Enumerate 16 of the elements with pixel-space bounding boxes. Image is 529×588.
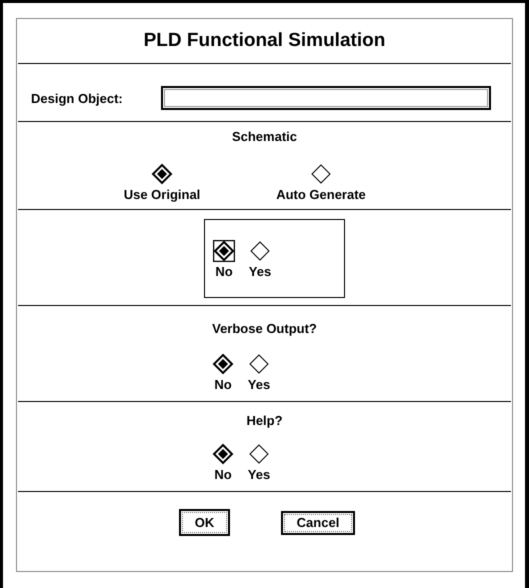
- option-label: Use Original: [124, 186, 200, 204]
- option-label: No: [215, 263, 233, 281]
- dialog-title: PLD Functional Simulation: [142, 29, 386, 53]
- group-heading: Schematic: [230, 128, 298, 146]
- group-heading: Help?: [245, 412, 284, 430]
- option-label: Auto Generate: [276, 186, 366, 204]
- option-group-box: [204, 219, 345, 298]
- field-label: Design Object:: [31, 89, 123, 108]
- option-label: No: [214, 376, 232, 394]
- option-label: Yes: [248, 263, 272, 281]
- option-label: No: [214, 466, 232, 484]
- option-label: Yes: [248, 376, 270, 394]
- group-heading: Verbose Output?: [211, 320, 318, 338]
- option-label: Yes: [248, 466, 270, 484]
- dialog-button: Cancel: [281, 511, 355, 535]
- dialog-button: OK: [179, 509, 230, 536]
